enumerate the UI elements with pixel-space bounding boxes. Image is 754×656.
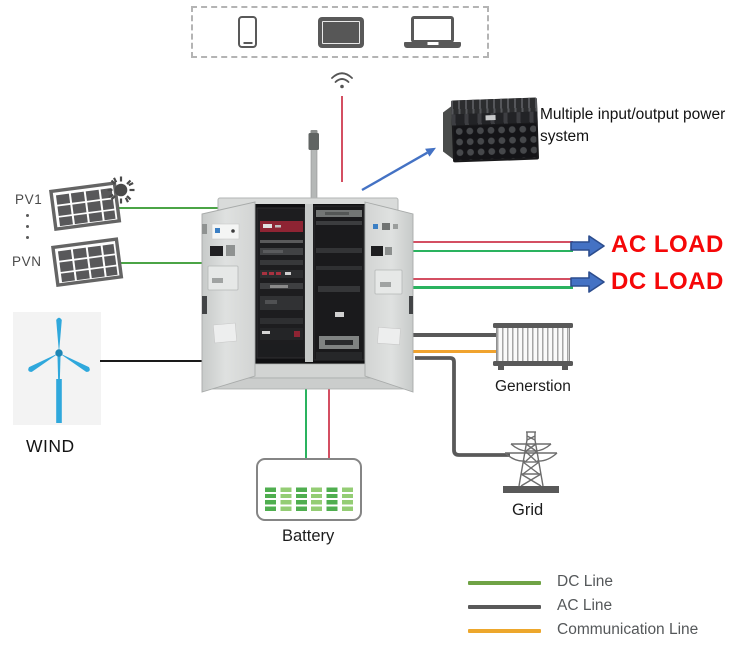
- tablet-icon: [318, 17, 364, 48]
- battery-green-line: [304, 382, 308, 459]
- smartphone-icon: [238, 16, 257, 48]
- server-rack-side: [443, 105, 453, 159]
- grid-connection-line: [415, 356, 510, 457]
- mio-system-label: Multiple input/output power system: [540, 106, 726, 146]
- block-arrow-right-icon: [570, 271, 605, 293]
- sun-icon: [107, 176, 135, 204]
- wifi-icon: [331, 72, 353, 89]
- battery-label: Battery: [282, 527, 335, 545]
- battery-icon: [256, 458, 362, 521]
- ac-load-red-line: [412, 241, 573, 244]
- wind-turbine-box: [13, 312, 101, 425]
- ac-load-label: AC LOAD: [611, 231, 724, 258]
- grid-tower-icon: [503, 431, 559, 493]
- dc-load-green-line: [412, 286, 573, 289]
- generation-ac-line: [412, 332, 498, 337]
- laptop-icon: [411, 16, 454, 43]
- server-rack-front: [450, 97, 540, 163]
- dc-load-red-line: [412, 277, 573, 280]
- legend-comm-line-swatch: [468, 628, 541, 633]
- pv1-dc-line: [118, 206, 218, 210]
- legend-dc-line-swatch: [468, 581, 541, 585]
- legend-ac-line-swatch: [468, 604, 541, 609]
- ac-load-green-line: [412, 249, 573, 252]
- pvn-dc-line: [121, 261, 218, 265]
- solar-panel-icon: [51, 237, 124, 288]
- wind-label: WIND: [26, 436, 75, 456]
- legend-ac-line-label: AC Line: [557, 597, 613, 614]
- wind-ac-line: [100, 359, 218, 363]
- battery-red-line: [327, 382, 331, 459]
- server-rack-image: [443, 97, 540, 164]
- pv1-label: PV1: [15, 192, 43, 207]
- legend-comm-line-label: Communication Line: [557, 621, 699, 638]
- radiator-icon: [493, 323, 573, 370]
- dc-load-label: DC LOAD: [611, 268, 724, 295]
- legend-dc-line-label: DC Line: [557, 573, 613, 590]
- wifi-to-cabinet-line: [341, 96, 344, 182]
- pvn-label: PVN: [12, 254, 42, 269]
- generation-label: Generstion: [495, 378, 571, 395]
- block-arrow-right-icon: [570, 235, 605, 257]
- remote-devices-panel: [191, 6, 489, 58]
- generation-comm-line: [412, 350, 498, 353]
- wind-turbine-icon: [28, 317, 90, 423]
- solar-panel-icon: [49, 181, 122, 232]
- laptop-base-icon: [404, 42, 461, 48]
- pointer-arrow-icon: [361, 147, 436, 192]
- grid-label: Grid: [512, 501, 544, 519]
- power-cabinet-image: [201, 130, 414, 393]
- pv-ellipsis-dots: [26, 214, 29, 239]
